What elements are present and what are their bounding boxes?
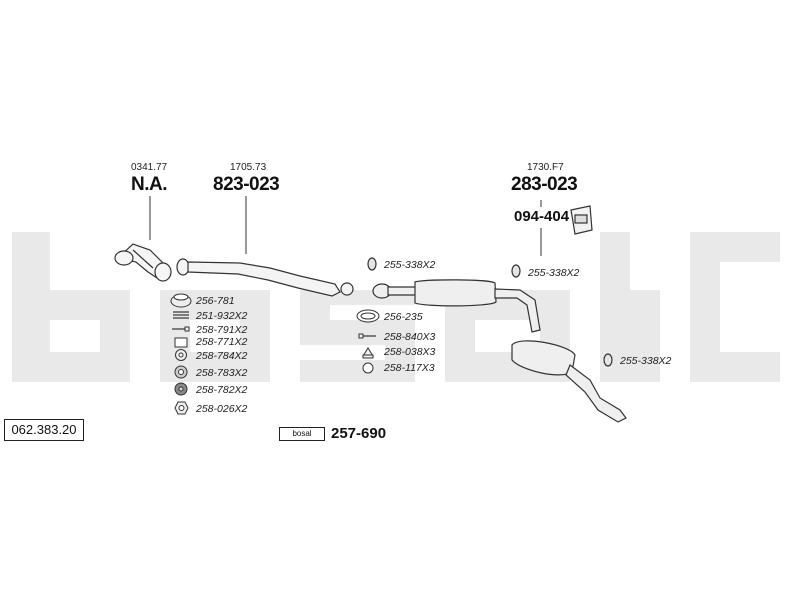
- fitting-label: 255-338X2: [620, 355, 672, 367]
- bracket-drawing: [570, 205, 593, 235]
- middle-fitting-icons: [356, 309, 380, 374]
- rear-silencer-drawing: [511, 340, 627, 423]
- fitting-label: 258-117X3: [384, 362, 435, 374]
- fitting-label: 251-932X2: [196, 310, 248, 322]
- rear-silencer-oem-number: 1730.F7: [527, 162, 564, 173]
- fitting-label: 258-026X2: [196, 403, 248, 415]
- left-fitting-icons: [170, 293, 192, 415]
- fitting-label: 255-338X2: [384, 259, 436, 271]
- brand-watermark: [12, 232, 780, 382]
- rear-silencer-part-number: 283-023: [511, 174, 578, 195]
- fitting-label: 258-771X2: [196, 336, 248, 348]
- front-pipe-oem-number: 0341.77: [131, 162, 168, 173]
- front-pipe-drawing: [114, 243, 172, 282]
- fitting-label: 258-038X3: [384, 346, 436, 358]
- fitting-label: 256-781: [196, 295, 235, 307]
- bosal-badge: bosal: [279, 427, 325, 441]
- fitting-label: 256-235: [384, 311, 423, 323]
- bracket-part-number: 094-404: [514, 208, 570, 225]
- front-pipe-part-number: N.A.: [131, 174, 168, 195]
- leader-lines: [149, 196, 590, 256]
- fitting-label: 258-840X3: [384, 331, 436, 343]
- hanger-icons: [367, 257, 613, 367]
- centre-silencer-drawing: [372, 279, 541, 333]
- reference-number: 062.383.20: [4, 419, 84, 441]
- middle-pipe-oem-number: 1705.73: [230, 162, 267, 173]
- fitting-label: 258-784X2: [196, 350, 248, 362]
- kit-part-number: 257-690: [331, 425, 387, 442]
- middle-pipe-part-number: 823-023: [213, 174, 280, 195]
- fitting-label: 258-791X2: [196, 324, 248, 336]
- fitting-label: 258-783X2: [196, 367, 248, 379]
- middle-pipe-drawing: [176, 258, 354, 297]
- fitting-label: 258-782X2: [196, 384, 248, 396]
- fitting-label: 255-338X2: [528, 267, 580, 279]
